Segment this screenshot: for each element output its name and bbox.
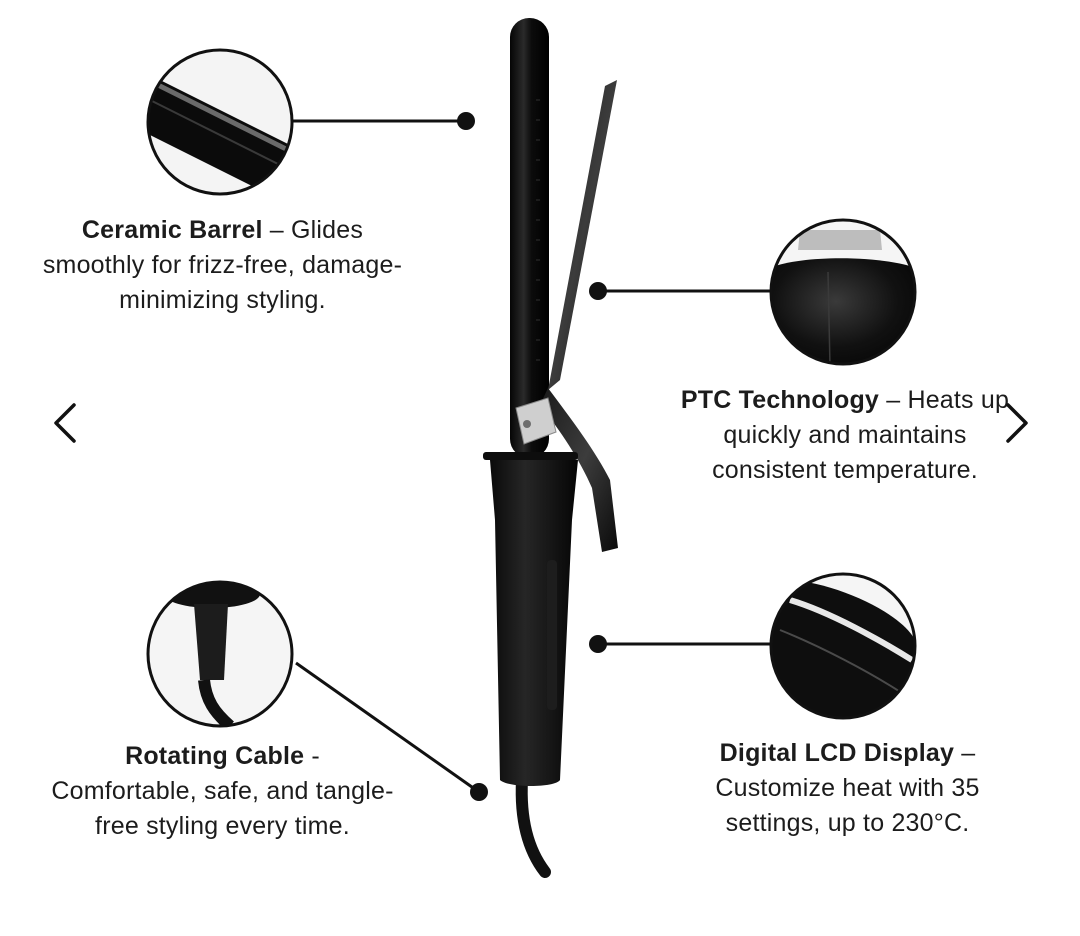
feature-title: PTC Technology xyxy=(680,386,880,414)
callout-dots xyxy=(457,112,607,801)
feature-title: Rotating Cable xyxy=(125,742,305,770)
feature-separator: – xyxy=(262,216,292,244)
rotating-cable-zoom xyxy=(146,580,294,728)
feature-title: Digital LCD Display xyxy=(719,739,955,767)
feature-title: Ceramic Barrel xyxy=(81,216,263,244)
feature-ceramic-barrel: Ceramic Barrel – Glides smoothly for fri… xyxy=(40,213,405,318)
ptc-technology-zoom xyxy=(769,218,917,366)
curling-iron xyxy=(483,18,618,878)
carousel-next-button[interactable] xyxy=(994,393,1038,453)
ceramic-barrel-zoom xyxy=(146,48,294,196)
feature-ptc-technology: PTC Technology – Heats up quickly and ma… xyxy=(650,383,1040,488)
feature-separator: – xyxy=(879,386,908,414)
callout-lines xyxy=(292,119,771,794)
feature-description: Glides smoothly for frizz-free, damage-m… xyxy=(42,216,403,314)
feature-description: Comfortable, safe, and tangle-free styli… xyxy=(51,777,394,840)
feature-rotating-cable: Rotating Cable - Comfortable, safe, and … xyxy=(50,739,395,844)
feature-description: Customize heat with 35 settings, up to 2… xyxy=(715,774,980,837)
carousel-prev-button[interactable] xyxy=(44,393,88,453)
chevron-right-icon xyxy=(1006,403,1028,443)
chevron-left-icon xyxy=(54,403,76,443)
feature-separator: – xyxy=(954,739,976,767)
feature-description: Heats up quickly and maintains xyxy=(723,386,1010,449)
lcd-display-zoom xyxy=(769,572,917,720)
feature-separator: - xyxy=(304,742,320,770)
feature-digital-lcd-display: Digital LCD Display – Customize heat with… xyxy=(665,736,1030,841)
feature-description-continued: consistent temperature. xyxy=(712,456,978,484)
